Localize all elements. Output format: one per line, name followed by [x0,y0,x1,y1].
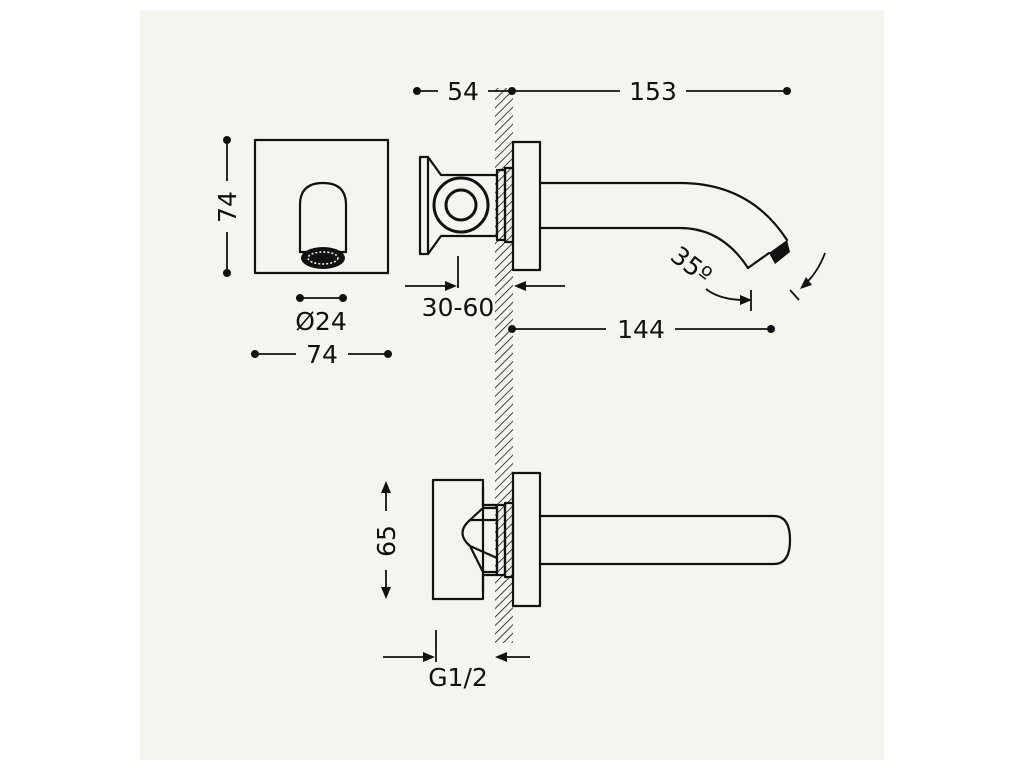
dim-thread: G1/2 [428,663,488,692]
dim-plate-height: 74 [213,191,242,223]
outlet-diameter-dimension [296,294,347,302]
front-view-plate [253,138,390,275]
dim-spout-length-total: 153 [629,77,677,106]
top-view-faucet [431,471,792,608]
thread-dimension [383,630,530,662]
dim-plate-width: 74 [306,340,338,369]
wall-adjustment-dimension [405,256,565,291]
plate-height-dimension [223,136,231,277]
dim-body-height: 65 [372,525,401,557]
body-height-dimension [381,481,391,599]
dim-outlet-diameter: Ø24 [295,307,347,336]
dim-depth-behind-wall: 54 [447,77,479,106]
dim-spout-projection: 144 [617,315,665,344]
side-view-faucet [418,140,790,272]
spout-angle-dimension [705,252,826,311]
spout-projection-dimension [508,325,775,333]
plate-width-dimension [251,350,392,358]
top-dimension-line [413,87,791,95]
dim-wall-adjustment: 30-60 [422,293,495,322]
